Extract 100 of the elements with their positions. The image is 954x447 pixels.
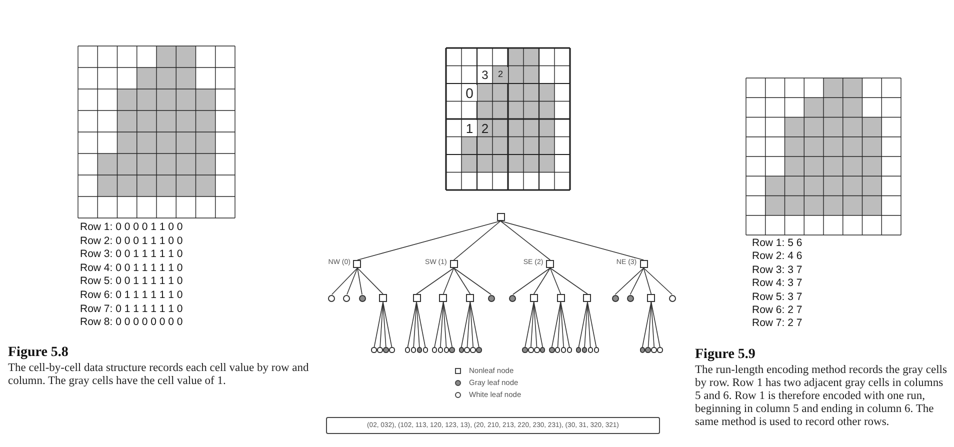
nonleaf-node — [647, 294, 656, 302]
tree-branch — [382, 302, 386, 348]
row-code: Row 3: 3 7 — [752, 264, 802, 278]
tree-branch — [382, 302, 392, 348]
tree-branch — [643, 268, 673, 295]
leaf-node — [449, 347, 455, 353]
nonleaf-node — [546, 260, 554, 268]
tree-branch — [413, 302, 417, 348]
tree-branch — [416, 268, 454, 294]
tree-branch — [650, 302, 660, 348]
tree-branch — [614, 268, 644, 295]
leaf-node — [540, 347, 546, 353]
nonleaf-node — [466, 294, 474, 302]
tree-branch — [557, 302, 562, 348]
figure-heading: Figure 5.9 — [695, 347, 756, 363]
row-code: Row 4: 3 7 — [752, 277, 802, 291]
leaf-node — [410, 347, 416, 353]
tree-branch — [584, 302, 588, 348]
leaf-node — [371, 347, 377, 353]
tree-branch — [374, 302, 384, 348]
tree-branch — [416, 302, 420, 348]
tree-branch — [331, 268, 358, 295]
tree-branch — [434, 302, 444, 348]
row-code: Row 7: 2 7 — [752, 317, 802, 331]
tree-branch — [442, 302, 453, 348]
nonleaf-node — [556, 294, 565, 302]
leaf-node — [476, 347, 482, 353]
leaf-node — [651, 347, 657, 353]
leaf-node — [488, 294, 495, 302]
leaf-node — [464, 347, 470, 353]
tree-branch — [442, 268, 454, 294]
tree-branch — [470, 302, 480, 348]
tree-branch — [630, 268, 644, 295]
nonleaf-node — [450, 260, 458, 268]
leaf-node — [470, 347, 476, 353]
row-code: Row 4: 0 0 1 1 1 1 1 0 — [80, 262, 183, 276]
tree-branch — [587, 302, 591, 348]
leaf-node — [657, 347, 663, 353]
leaf-node — [645, 347, 651, 353]
tree-branch — [440, 302, 444, 348]
leaf-node — [343, 294, 350, 302]
tree-branch — [578, 302, 588, 348]
leaf-node — [383, 347, 389, 353]
nonleaf-node — [640, 260, 648, 268]
tree-branch — [587, 302, 597, 348]
row-code: Row 3: 0 0 1 1 1 1 1 0 — [80, 248, 183, 262]
tree-branch — [533, 302, 544, 348]
tree-branch — [650, 302, 655, 348]
tree-branch — [380, 302, 384, 348]
tree-branch — [560, 302, 564, 348]
nonleaf-node — [353, 260, 362, 268]
tree-branch — [407, 302, 417, 348]
tree-branch — [500, 220, 644, 260]
leaf-node — [626, 294, 634, 302]
row-code: Row 5: 3 7 — [752, 290, 802, 304]
tree-branch — [460, 302, 471, 348]
leaf-node — [566, 347, 572, 353]
nonleaf-node — [496, 213, 505, 221]
leaf-node — [328, 294, 336, 302]
tree-branch — [442, 302, 447, 348]
row-code: Row 2: 4 6 — [752, 250, 802, 264]
tree-branch — [416, 302, 426, 348]
row-code: Row 5: 0 0 1 1 1 1 1 0 — [80, 275, 183, 289]
leaf-node — [416, 347, 422, 353]
leaf-node — [389, 347, 395, 353]
tree-branch — [470, 302, 474, 348]
figure-caption: The cell-by-cell data structure records each cell value by row and column. The gray cells have the cell value of 1. — [8, 362, 310, 388]
tree-branch — [357, 268, 362, 295]
nonleaf-node — [412, 294, 420, 302]
leaf-node — [554, 347, 560, 353]
tree-branch — [453, 268, 492, 295]
tree-branch — [550, 268, 562, 294]
tree-branch — [560, 302, 570, 348]
row-code: Row 8: 0 0 0 0 0 0 0 0 — [80, 316, 183, 330]
leaf-node — [534, 347, 540, 353]
leaf-node — [509, 294, 516, 302]
tree-branch — [533, 268, 551, 294]
row-code: Row 1: 5 6 — [752, 237, 802, 250]
figure-heading: Figure 5.8 — [8, 345, 68, 361]
leaf-node — [438, 347, 444, 353]
tree-branch — [551, 302, 562, 348]
tree-branch — [357, 220, 501, 260]
tree-branch — [512, 268, 551, 295]
tree-branch — [533, 302, 538, 348]
figure-caption: The run-length encoding method records the gray cells by row. Row 1 has two adjacent gray cells in columns 5 and 6. Row 1 is therefore encoded with one run, beginning in column 5 and ending in column 6. The same method is used to record other rows. — [695, 364, 948, 429]
nonleaf-node — [530, 294, 538, 302]
tree-branch — [550, 268, 588, 294]
tree-branch — [643, 268, 652, 294]
tree-branch — [466, 302, 471, 348]
tree-branch — [524, 302, 534, 348]
tree-branch — [357, 268, 384, 294]
leaf-node — [432, 347, 438, 353]
leaf-node — [358, 294, 366, 302]
leaf-node — [522, 347, 528, 353]
tree-branch — [453, 268, 471, 294]
leaf-node — [582, 347, 588, 353]
row-code: Row 6: 2 7 — [752, 304, 802, 318]
leaf-node — [422, 347, 428, 353]
leaf-node — [560, 347, 566, 353]
leaf-node — [528, 347, 534, 353]
